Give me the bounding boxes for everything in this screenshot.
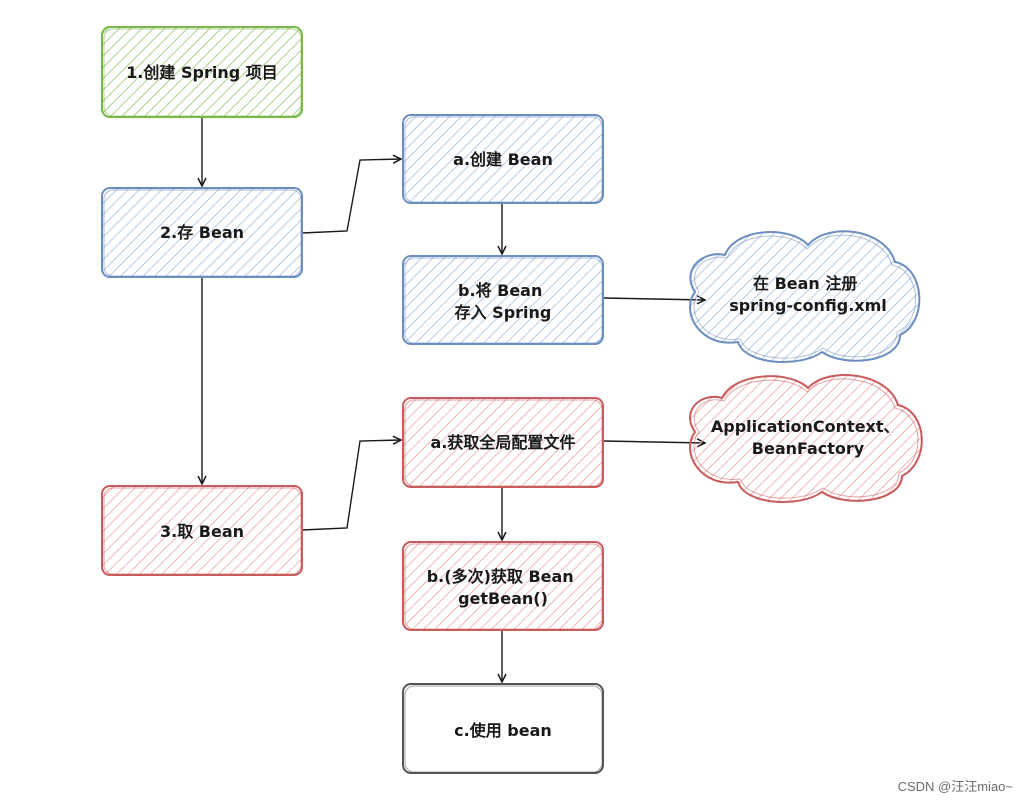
node-get-bean-line-1: b.(多次)获取 Bean (427, 567, 574, 586)
cloud-register: 在 Bean 注册 spring-config.xml (689, 230, 921, 363)
watermark: CSDN @汪汪miao~ (897, 779, 1013, 794)
node-store-bean-label: 2.存 Bean (160, 223, 244, 242)
cloud-context-label: ApplicationContext、 BeanFactory (711, 417, 905, 458)
node-use-bean-line: c.使用 bean (454, 721, 552, 740)
arrow-get-config-to-context-cloud (603, 441, 705, 443)
node-create-bean-label: a.创建 Bean (453, 150, 553, 169)
node-create-project-label: 1.创建 Spring 项目 (126, 63, 278, 82)
node-get-config: a.获取全局配置文件 (402, 397, 604, 488)
node-register-bean-label: b.将 Bean 存入 Spring (455, 281, 552, 322)
node-get-bean: b.(多次)获取 Bean getBean() (402, 541, 604, 631)
cloud-register-line-2: spring-config.xml (729, 296, 887, 315)
cloud-register-label: 在 Bean 注册 spring-config.xml (729, 274, 887, 315)
node-use-bean-label: c.使用 bean (454, 721, 552, 740)
arrow-register-bean-to-register-cloud (603, 298, 705, 300)
node-get-config-label: a.获取全局配置文件 (431, 433, 576, 452)
cloud-register-line-1: 在 Bean 注册 (753, 274, 857, 293)
arrow-store-bean-to-create-bean (301, 159, 401, 234)
node-create-bean-line: a.创建 Bean (453, 150, 553, 169)
connectors (202, 117, 705, 682)
node-register-bean-line-1: b.将 Bean (458, 281, 542, 300)
node-get-bean-label: b.(多次)获取 Bean getBean() (427, 567, 580, 608)
node-create-bean: a.创建 Bean (402, 114, 604, 204)
node-take-bean-label: 3.取 Bean (160, 522, 244, 541)
node-create-project-line: 1.创建 Spring 项目 (126, 63, 278, 82)
cloud-context-line-2: BeanFactory (752, 439, 865, 458)
node-use-bean: c.使用 bean (402, 683, 604, 774)
node-get-config-line: a.获取全局配置文件 (431, 433, 576, 452)
node-store-bean-line: 2.存 Bean (160, 223, 244, 242)
node-register-bean-line-2: 存入 Spring (455, 303, 552, 322)
node-store-bean: 2.存 Bean (101, 187, 303, 278)
node-take-bean: 3.取 Bean (101, 485, 303, 576)
node-register-bean: b.将 Bean 存入 Spring (402, 255, 604, 345)
cloud-context-line-1: ApplicationContext、 (711, 417, 900, 436)
node-get-bean-line-2: getBean() (458, 589, 548, 608)
arrow-take-bean-to-get-config (301, 440, 401, 531)
node-create-project: 1.创建 Spring 项目 (101, 26, 303, 118)
node-take-bean-line: 3.取 Bean (160, 522, 244, 541)
cloud-context: ApplicationContext、 BeanFactory (689, 374, 923, 503)
